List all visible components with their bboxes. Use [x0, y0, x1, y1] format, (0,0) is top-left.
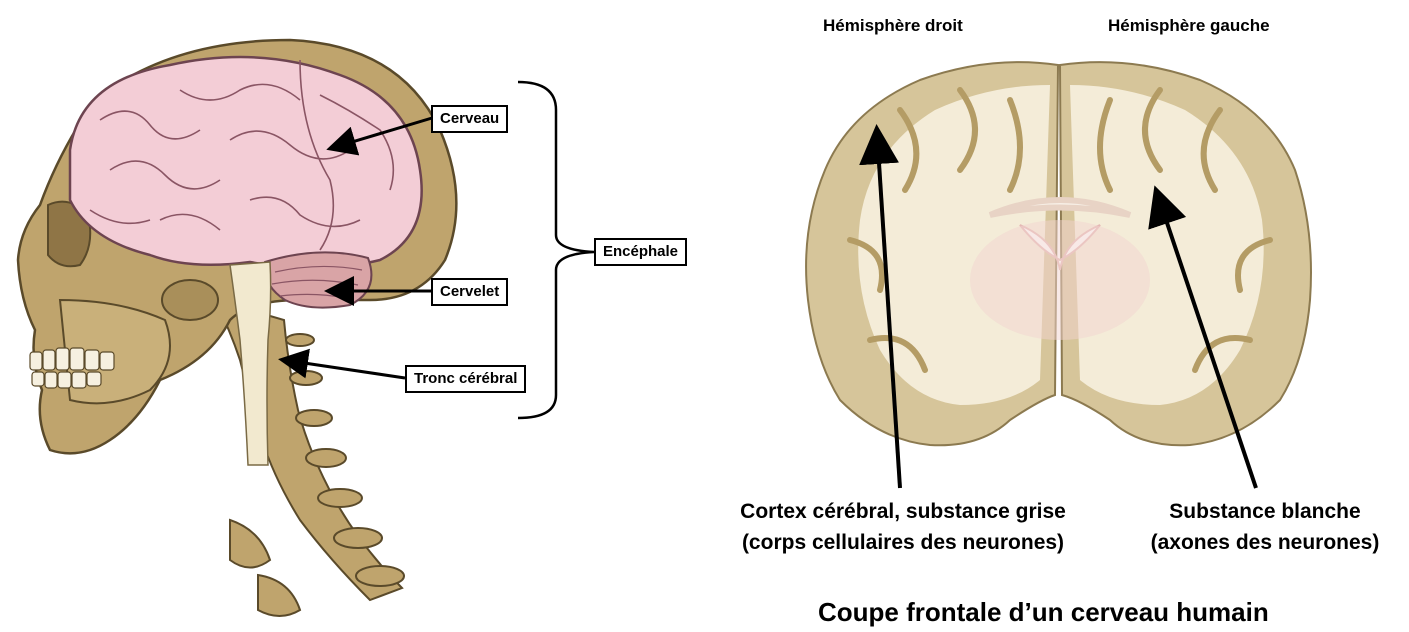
label-encephale: Encéphale [594, 238, 687, 266]
caption-cortex-line2: (corps cellulaires des neurones) [708, 527, 1098, 558]
white-matter-right [858, 85, 1050, 405]
teeth [30, 348, 114, 388]
basal-region [970, 220, 1150, 340]
cerebrum [70, 57, 422, 268]
caption-cortex-line1: Cortex cérébral, substance grise [708, 496, 1098, 527]
label-cerveau: Cerveau [431, 105, 508, 133]
label-cervelet: Cervelet [431, 278, 508, 306]
caption-substance-blanche: Substance blanche (axones des neurones) [1130, 496, 1400, 558]
arrow-cortex [877, 132, 900, 488]
encephale-brace [518, 82, 594, 418]
label-hemisphere-gauche: Hémisphère gauche [1108, 16, 1270, 36]
caption-cortex: Cortex cérébral, substance grise (corps … [708, 496, 1098, 558]
arrow-substance-blanche [1157, 193, 1256, 488]
corpus-callosum [990, 200, 1130, 215]
skull-brain-illustration [0, 0, 700, 632]
brainstem [230, 262, 271, 465]
gyri [850, 90, 1270, 370]
label-hemisphere-droit: Hémisphère droit [823, 16, 963, 36]
left-hemisphere-section [1060, 62, 1311, 445]
figure-title: Coupe frontale d’un cerveau humain [818, 597, 1269, 628]
white-matter-left [1070, 85, 1264, 405]
caption-white-line2: (axones des neurones) [1130, 527, 1400, 558]
caption-white-line1: Substance blanche [1130, 496, 1400, 527]
right-hemisphere-section [806, 62, 1058, 445]
ventricles [1020, 225, 1100, 270]
label-tronc-cerebral: Tronc cérébral [405, 365, 526, 393]
